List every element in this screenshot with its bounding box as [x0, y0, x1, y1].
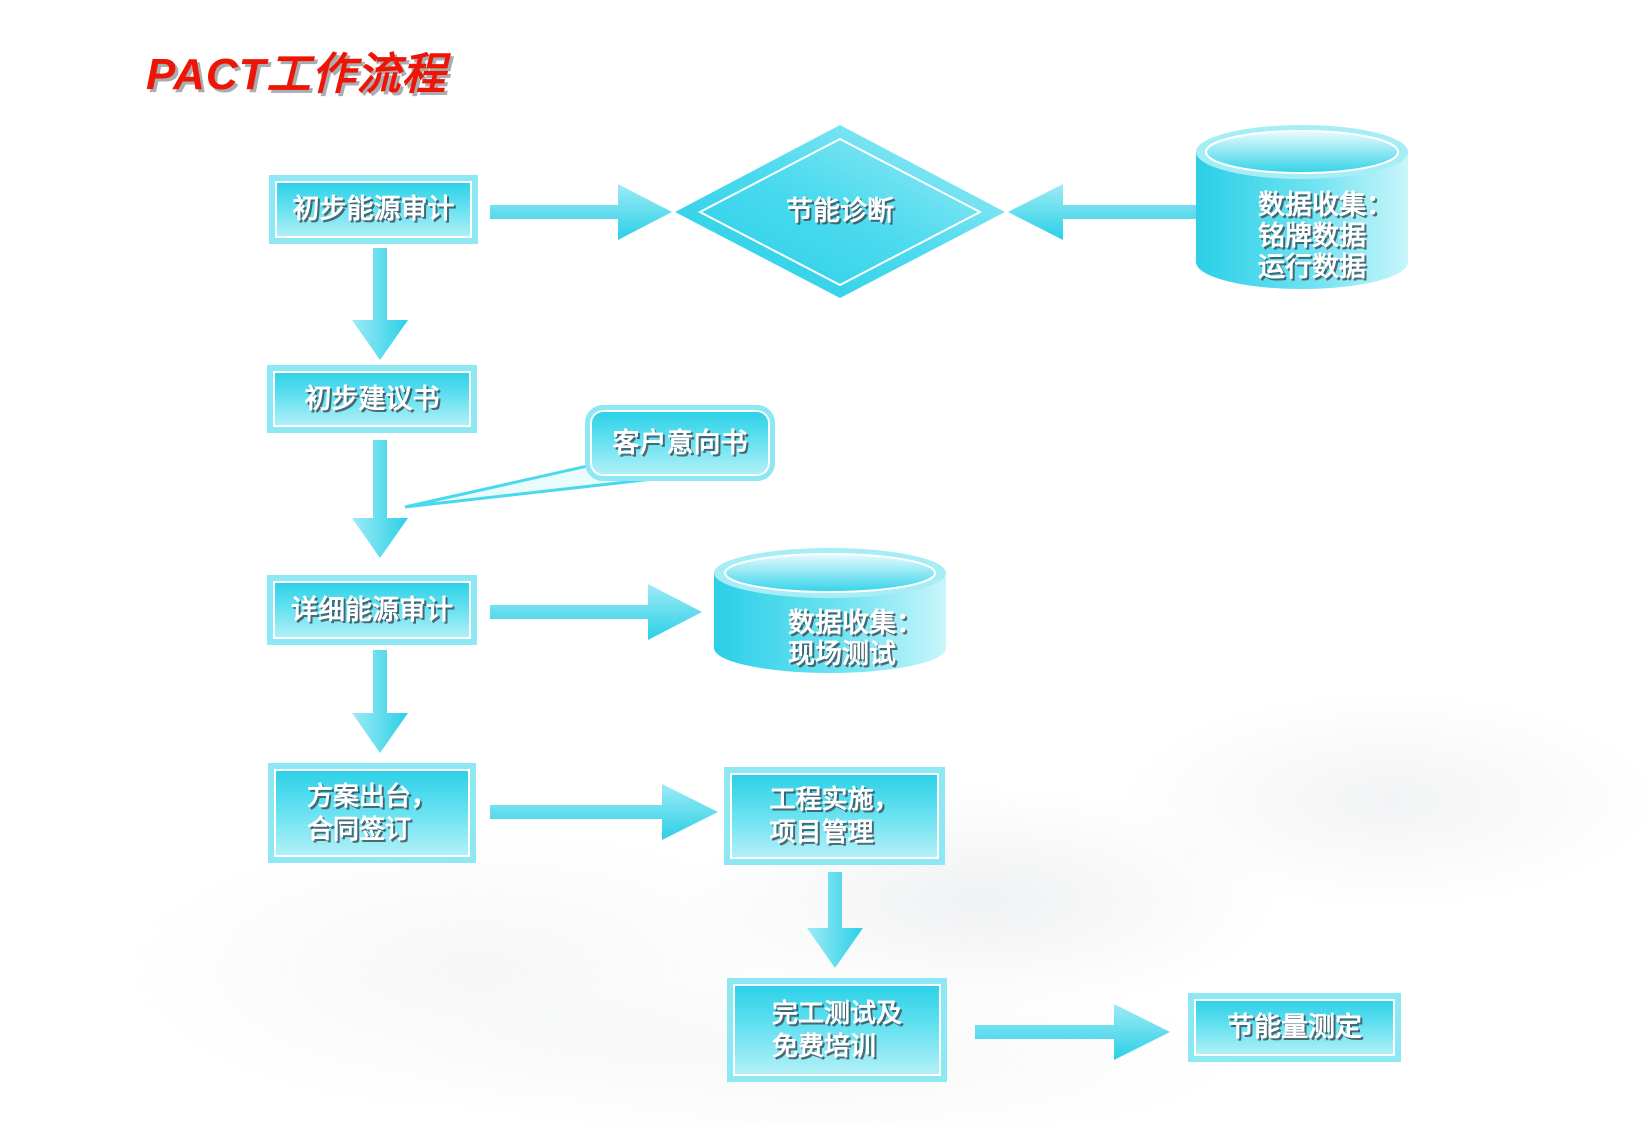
node-label: 节能量测定: [1227, 1012, 1362, 1042]
database2-label: 数据收集： 现场测试: [788, 608, 923, 669]
decision-diamond-shape: [675, 125, 1005, 298]
node-label: 初步建议书: [304, 383, 440, 414]
callout-label: 客户意向书: [612, 427, 748, 458]
arrow-prelim-audit-to-diagnosis: [490, 184, 672, 240]
page-title: PACT工作流程: [146, 50, 447, 99]
node-label: 初步能源审计: [292, 194, 455, 224]
node-label: 详细能源审计: [291, 594, 453, 625]
arrow-detailed-audit-to-plan: [352, 650, 408, 753]
arrow-detailed-audit-to-database2: [490, 584, 702, 640]
decision-energy-saving-diagnosis-label: 节能诊断: [786, 196, 894, 226]
node-detailed-energy-audit: 详细能源审计: [267, 575, 477, 645]
database1-label: 数据收集： 铭牌数据 运行数据: [1258, 190, 1393, 282]
node-energy-savings-measurement: 节能量测定: [1188, 993, 1401, 1062]
node-label: 工程实施， 项目管理: [769, 784, 900, 847]
node-preliminary-proposal: 初步建议书: [267, 365, 477, 433]
node-plan-and-contract: 方案出台， 合同签订: [268, 763, 476, 863]
database-cylinder-field-test: [714, 548, 946, 673]
node-completion-test-training: 完工测试及 免费培训: [727, 978, 947, 1082]
node-preliminary-energy-audit: 初步能源审计: [269, 175, 478, 244]
arrow-plan-to-implementation: [490, 784, 718, 840]
arrow-proposal-to-detailed-audit: [352, 440, 408, 558]
database-cylinder-nameplate-data: [1196, 125, 1408, 289]
node-implementation-management: 工程实施， 项目管理: [724, 767, 945, 865]
callout-client-letter-of-intent: 客户意向书: [585, 405, 775, 481]
arrow-database1-to-diagnosis: [1008, 184, 1196, 240]
arrow-prelim-audit-to-proposal: [352, 248, 408, 360]
arrow-implementation-to-completion: [807, 872, 863, 968]
node-label: 完工测试及 免费培训: [771, 998, 902, 1061]
arrow-completion-to-savings: [975, 1004, 1170, 1060]
node-label: 方案出台， 合同签订: [306, 781, 437, 844]
